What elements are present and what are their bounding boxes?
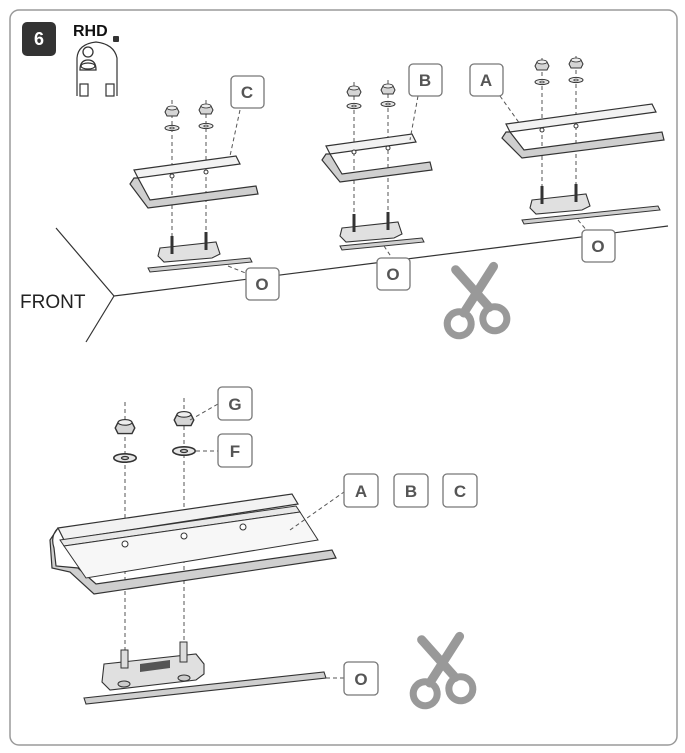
svg-text:C: C: [454, 482, 466, 501]
svg-text:O: O: [255, 275, 268, 294]
top-rail-a-assembly: [501, 56, 665, 225]
svg-text:C: C: [241, 83, 253, 102]
top-rail-c-assembly: [129, 100, 259, 273]
bottom-label-f: F: [196, 433, 253, 468]
step-number: 6: [34, 29, 44, 49]
svg-text:B: B: [419, 71, 431, 90]
rhd-vehicle-icon: RHD: [73, 23, 119, 97]
svg-text:O: O: [591, 237, 604, 256]
roof-outline: [55, 225, 669, 343]
top-label-o-3: O: [577, 219, 616, 263]
top-label-o-1: O: [227, 265, 280, 301]
svg-text:A: A: [480, 71, 492, 90]
svg-text:O: O: [386, 265, 399, 284]
bottom-rail-assembly: [49, 398, 337, 705]
svg-text:G: G: [228, 395, 241, 414]
top-rail-b-assembly: [321, 80, 433, 251]
bottom-label-c: C: [442, 473, 478, 508]
top-label-c: C: [229, 75, 265, 157]
svg-text:O: O: [354, 670, 367, 689]
step-badge: 6: [22, 22, 56, 56]
front-label: FRONT: [20, 292, 86, 313]
top-label-b: B: [408, 63, 443, 141]
bottom-label-o: O: [326, 661, 379, 696]
bottom-label-g: G: [189, 386, 253, 421]
vehicle-label: RHD: [73, 23, 108, 40]
top-label-o-2: O: [376, 245, 411, 291]
svg-text:B: B: [405, 482, 417, 501]
bottom-label-a: A: [289, 473, 379, 531]
bottom-label-b: B: [393, 473, 429, 508]
svg-text:F: F: [230, 442, 240, 461]
svg-text:A: A: [355, 482, 367, 501]
top-label-a: A: [469, 63, 521, 125]
